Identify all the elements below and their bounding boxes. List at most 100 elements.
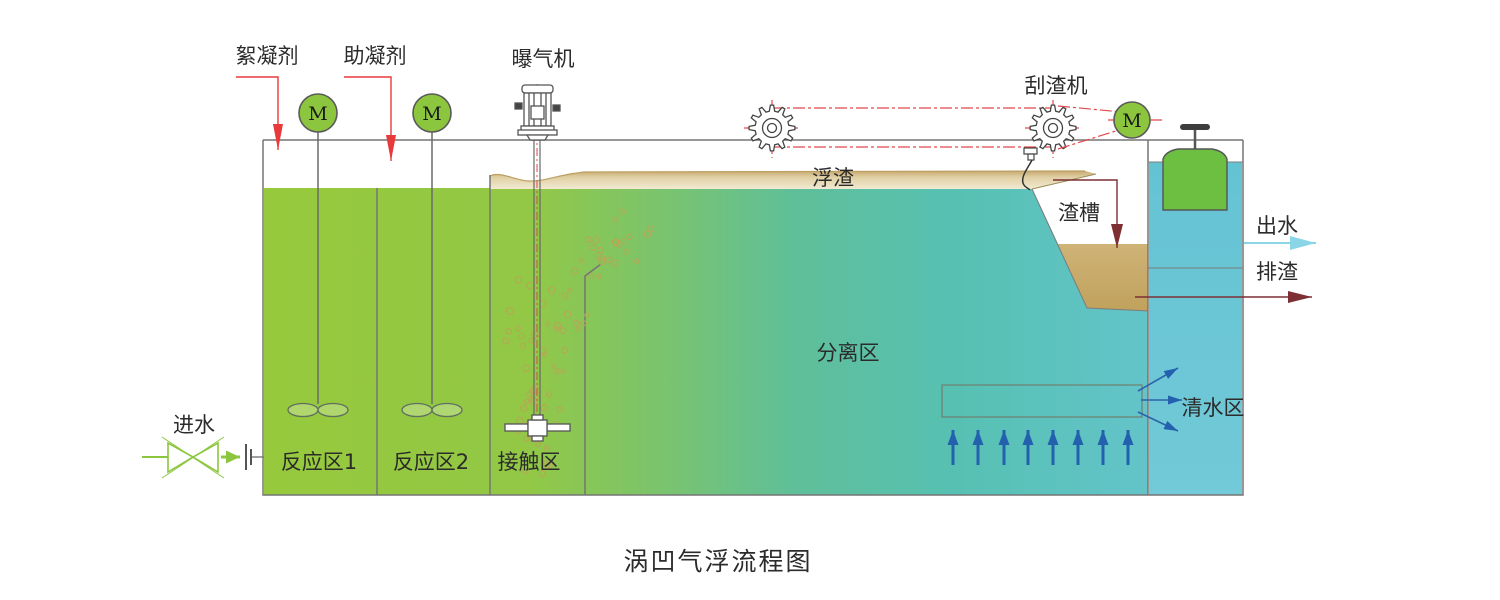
inlet-valve-icon <box>191 441 219 474</box>
inlet-valve-icon <box>167 441 195 474</box>
flocculant-label: 絮凝剂 <box>236 44 299 68</box>
motor-3-label: M <box>1122 110 1141 132</box>
floating-scum-layer <box>490 171 1096 189</box>
air-bubble <box>553 321 562 330</box>
air-bubble <box>522 364 530 373</box>
scum-scraper-assembly: M <box>744 100 1162 191</box>
air-bubble <box>542 351 548 358</box>
separation-zone-label: 分离区 <box>817 341 880 365</box>
diagram-title: 涡凹气浮流程图 <box>623 547 812 576</box>
reaction-zone-1-label: 反应区1 <box>281 450 357 474</box>
sprocket-left-icon <box>748 104 796 152</box>
weir-gate <box>1162 148 1228 211</box>
scum-trough-label: 渣槽 <box>1058 201 1100 225</box>
air-bubble <box>647 225 655 233</box>
valve-handle <box>1180 124 1210 130</box>
air-bubble <box>519 404 528 412</box>
air-bubble <box>615 241 623 248</box>
air-bubble <box>619 208 626 215</box>
contact-zone-label: 接触区 <box>498 450 561 474</box>
impeller-blade <box>317 402 349 418</box>
mixer-1: M <box>287 93 349 418</box>
air-bubble <box>563 310 572 319</box>
air-bubble <box>567 287 573 293</box>
scraper-blade <box>1021 159 1033 191</box>
motor-2-label: M <box>422 103 441 125</box>
trough-incline-wall <box>1031 188 1088 309</box>
air-bubble <box>538 469 546 478</box>
impeller-blade <box>431 402 463 418</box>
motor-1-icon <box>298 93 338 133</box>
aerator-label: 曝气机 <box>512 47 575 71</box>
air-bubble <box>588 272 595 280</box>
mixer-2: M <box>401 93 463 418</box>
scraper-bracket <box>1023 147 1038 155</box>
air-bubble <box>575 326 581 332</box>
air-bubble <box>584 236 592 243</box>
air-bubble <box>540 403 548 412</box>
air-bubble <box>605 256 613 264</box>
scum-top-edge <box>489 170 1086 182</box>
air-bubble <box>514 275 523 284</box>
air-bubble <box>523 435 530 442</box>
outlet-label: 出水 <box>1256 214 1298 238</box>
air-bubble <box>523 398 530 405</box>
air-bubble <box>626 233 633 241</box>
air-bubble <box>545 321 551 327</box>
air-bubble <box>554 368 560 375</box>
air-bubble <box>543 460 551 468</box>
reaction-zone-2-label: 反应区2 <box>393 450 469 474</box>
air-bubble <box>612 216 618 222</box>
scum-to-trough-arrow <box>1053 179 1123 248</box>
air-bubble <box>572 319 580 327</box>
collector-pipe <box>941 384 1143 418</box>
air-bubble <box>505 306 514 315</box>
scum-scraper-label: 刮渣机 <box>1025 74 1088 98</box>
clear-water-zone-label: 清水区 <box>1182 396 1245 420</box>
air-bubble <box>596 273 602 280</box>
air-bubble <box>643 230 652 238</box>
flow-arrow-diagonal-down <box>1137 411 1179 432</box>
flocculant-dosing-arrow <box>236 76 283 150</box>
air-bubble <box>580 319 587 327</box>
air-bubble <box>526 390 533 398</box>
air-bubble <box>560 368 566 374</box>
air-bubble <box>545 391 553 398</box>
partition-contact-separation <box>584 263 602 495</box>
flow-arrow-diagonal-up <box>1137 367 1179 392</box>
effluent-gate-valve <box>1162 124 1228 211</box>
air-bubble <box>622 248 629 255</box>
scum-trough-fill <box>1058 244 1148 311</box>
air-bubble <box>548 286 556 295</box>
sprocket-right-icon <box>1029 104 1077 152</box>
scum-discharge-label: 排渣 <box>1256 260 1298 284</box>
air-bubble <box>584 312 590 318</box>
tank-water <box>264 188 1148 495</box>
scum-beach-edge <box>1031 173 1097 190</box>
impeller-blade <box>401 402 433 418</box>
air-bubble <box>598 254 606 262</box>
air-bubble <box>592 236 600 244</box>
air-bubble <box>598 257 606 266</box>
floating-scum-label: 浮渣 <box>812 166 854 190</box>
air-bubble <box>590 244 597 251</box>
air-bubble <box>578 257 584 264</box>
motor-2-icon <box>412 93 452 133</box>
coagulant-dosing-arrow <box>344 76 396 161</box>
air-bubble <box>570 267 579 275</box>
tank-outline <box>262 140 1244 496</box>
air-bubble <box>518 332 525 339</box>
air-bubble <box>562 292 569 300</box>
air-bubble <box>611 259 619 267</box>
motor-1-label: M <box>308 103 327 125</box>
air-bubble <box>559 327 567 335</box>
impeller-blade <box>287 402 319 418</box>
air-bubble <box>556 406 563 413</box>
air-bubble <box>520 342 526 349</box>
coagulant-aid-label: 助凝剂 <box>344 44 407 68</box>
inlet-assembly <box>142 436 264 479</box>
motor-3-icon <box>1113 101 1151 139</box>
air-bubble <box>620 238 627 245</box>
aerator-turbine <box>504 414 571 442</box>
